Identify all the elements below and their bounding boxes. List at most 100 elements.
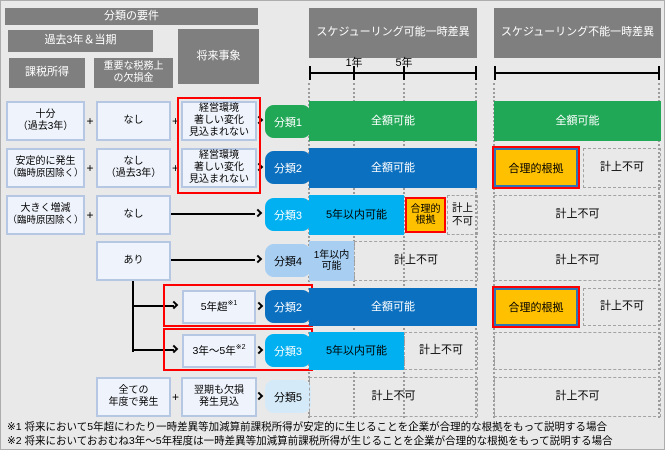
guide-line-right-end <box>658 83 660 418</box>
schedulable-header: スケジューリング可能一時差異 <box>309 8 477 58</box>
loss-row2-line2: （過去3年） <box>105 168 162 179</box>
branch-line-row6 <box>132 349 174 351</box>
year5-tick-label: 5年 <box>395 57 413 69</box>
future-row2-line3: 見込まれない <box>189 174 249 185</box>
plus-icon: + <box>86 161 94 175</box>
future-box-row1: 経営環境 著しい変化 見込まれない <box>181 101 257 141</box>
over5y-box: 5年超※1 <box>182 290 256 324</box>
class-badge-row2: 分類2 <box>265 151 311 184</box>
tick-right-end <box>658 66 660 80</box>
non-schedulable-header: スケジューリング不能一時差異 <box>494 8 661 58</box>
income-row3-line1: 大きく増減 <box>20 203 71 215</box>
taxable-income-header: 課税所得 <box>9 58 85 88</box>
rational-basis-inner: 合理的根拠 <box>494 288 578 326</box>
sched-row1-full-ok-bar: 全額可能 <box>309 101 477 141</box>
nonsched-row2-rational-basis-box: 合理的根拠 <box>492 146 580 189</box>
footnote-1: ※1 将来において5年超にわたり一時差異等加減算前課税所得が安定的に生じることを… <box>7 421 608 433</box>
sched-row4-within1y-bar: 1年以内 可能 <box>309 241 354 281</box>
loss-box-row2: なし （過去3年） <box>96 148 171 188</box>
within1-line2: 可能 <box>321 261 342 272</box>
tick-5y <box>403 66 405 80</box>
3to5y-box: 3年～5年※2 <box>182 334 256 368</box>
arrow-line-row3 <box>171 213 255 215</box>
sched-row6-within5y-bar: 5年以内可能 <box>309 332 404 370</box>
sched-row5-full-ok-bar: 全額可能 <box>309 288 477 326</box>
nonsched-row1-full-ok-bar: 全額可能 <box>494 101 661 141</box>
plus-icon: + <box>86 208 94 222</box>
footnote-2: ※2 将来においておおむね3年～5年程度は一時差異等加減算前課税所得が生じること… <box>7 435 613 447</box>
timeline-axis-right <box>494 72 660 74</box>
income-box-row1: 十分 （過去3年） <box>6 101 85 141</box>
material-loss-line1: 重要な税務上 <box>103 60 164 72</box>
nonsched-row2-not-ok-box: 計上不可 <box>583 148 661 188</box>
plus-icon: + <box>86 114 94 128</box>
over5y-text: 5年超※1 <box>200 300 238 314</box>
income-row1-line1: 十分 <box>35 109 56 120</box>
plus-icon: + <box>171 161 179 175</box>
nextyear-line2: 発生見込 <box>199 397 239 408</box>
arrow-icon <box>254 345 264 355</box>
income-row2-line2: （臨時原因除く） <box>7 168 84 180</box>
future-row1-line2: 著しい変化 <box>194 115 244 126</box>
plus-icon: + <box>171 390 179 404</box>
loss-row3-text: なし <box>123 209 144 220</box>
nextyear-line1: 翌期も欠損 <box>194 385 244 396</box>
nonsched-row4-not-ok-box: 計上不可 <box>494 241 661 281</box>
future-row2-line2: 著しい変化 <box>194 162 244 173</box>
timeline-axis-left <box>309 72 477 74</box>
3to5y-text: 3年～5年※2 <box>192 344 246 358</box>
arrow-icon <box>169 344 179 354</box>
future-box-row2: 経営環境 著しい変化 見込まれない <box>181 148 257 188</box>
class-badge-row4: 分類4 <box>265 244 311 277</box>
not-ok-line2: 不可 <box>452 215 473 227</box>
nonsched-row6-empty-box <box>494 332 661 370</box>
loss-row4-text: あり <box>123 255 144 266</box>
arrow-icon <box>253 254 263 264</box>
loss-box-row4: あり <box>96 241 171 281</box>
nonsched-row5-rational-basis-box: 合理的根拠 <box>492 286 580 328</box>
not-ok-line1: 計上 <box>452 202 473 215</box>
branch-line-vertical <box>132 281 134 352</box>
class-badge-row7: 分類5 <box>265 380 311 413</box>
tick-start <box>309 66 311 80</box>
class-badge-row6: 分類3 <box>265 334 311 367</box>
loss-row1-text: なし <box>123 115 144 126</box>
income-row1-line2: （過去3年） <box>17 121 74 132</box>
sched-row4-not-ok-box: 計上不可 <box>354 241 478 281</box>
year1-tick-label: 1年 <box>345 57 363 69</box>
nonsched-row3-not-ok-box: 計上不可 <box>494 195 661 235</box>
allyears-line2: 年度で発生 <box>108 397 159 408</box>
class-badge-row3: 分類3 <box>265 198 311 231</box>
sched-row6-not-ok-box: 計上不可 <box>404 332 478 370</box>
nonsched-row5-not-ok-box: 計上不可 <box>583 288 661 326</box>
future-row1-line3: 見込まれない <box>189 127 249 138</box>
criteria-header: 分類の要件 <box>5 8 258 25</box>
sched-row3-not-ok-box: 計上 不可 <box>447 195 478 235</box>
income-row2-line1: 安定的に発生 <box>15 156 76 168</box>
income-box-row3: 大きく増減 （臨時原因除く） <box>6 195 85 235</box>
tick-right-start <box>494 66 496 80</box>
material-loss-line2: の欠損金 <box>113 73 154 84</box>
arrow-icon <box>254 301 264 311</box>
material-loss-header: 重要な税務上 の欠損金 <box>94 58 173 88</box>
rational-line2: 根拠 <box>415 215 436 226</box>
allyears-loss-box: 全ての 年度で発生 <box>96 377 171 417</box>
rational-line1: 合理的 <box>410 203 441 215</box>
future-row1-line1: 経営環境 <box>199 103 239 114</box>
future-events-header: 将来事象 <box>178 29 259 84</box>
arrow-icon <box>253 208 263 218</box>
arrow-line-row4 <box>171 259 255 261</box>
nonsched-row7-not-ok-box: 計上不可 <box>494 377 661 417</box>
arrow-icon <box>169 300 179 310</box>
nextyear-loss-box: 翌期も欠損 発生見込 <box>181 377 257 417</box>
branch-line-row5 <box>132 305 174 307</box>
guide-line-5y <box>403 83 405 418</box>
class-badge-row1: 分類1 <box>265 105 311 138</box>
sched-row3-within5y-bar: 5年以内可能 <box>309 195 404 235</box>
guide-line-left-end <box>475 83 477 418</box>
within1-line1: 1年以内 <box>313 249 350 261</box>
class-badge-row5: 分類2 <box>265 290 311 323</box>
rational-basis-inner: 合理的根拠 <box>494 148 578 187</box>
tick-end <box>475 66 477 80</box>
